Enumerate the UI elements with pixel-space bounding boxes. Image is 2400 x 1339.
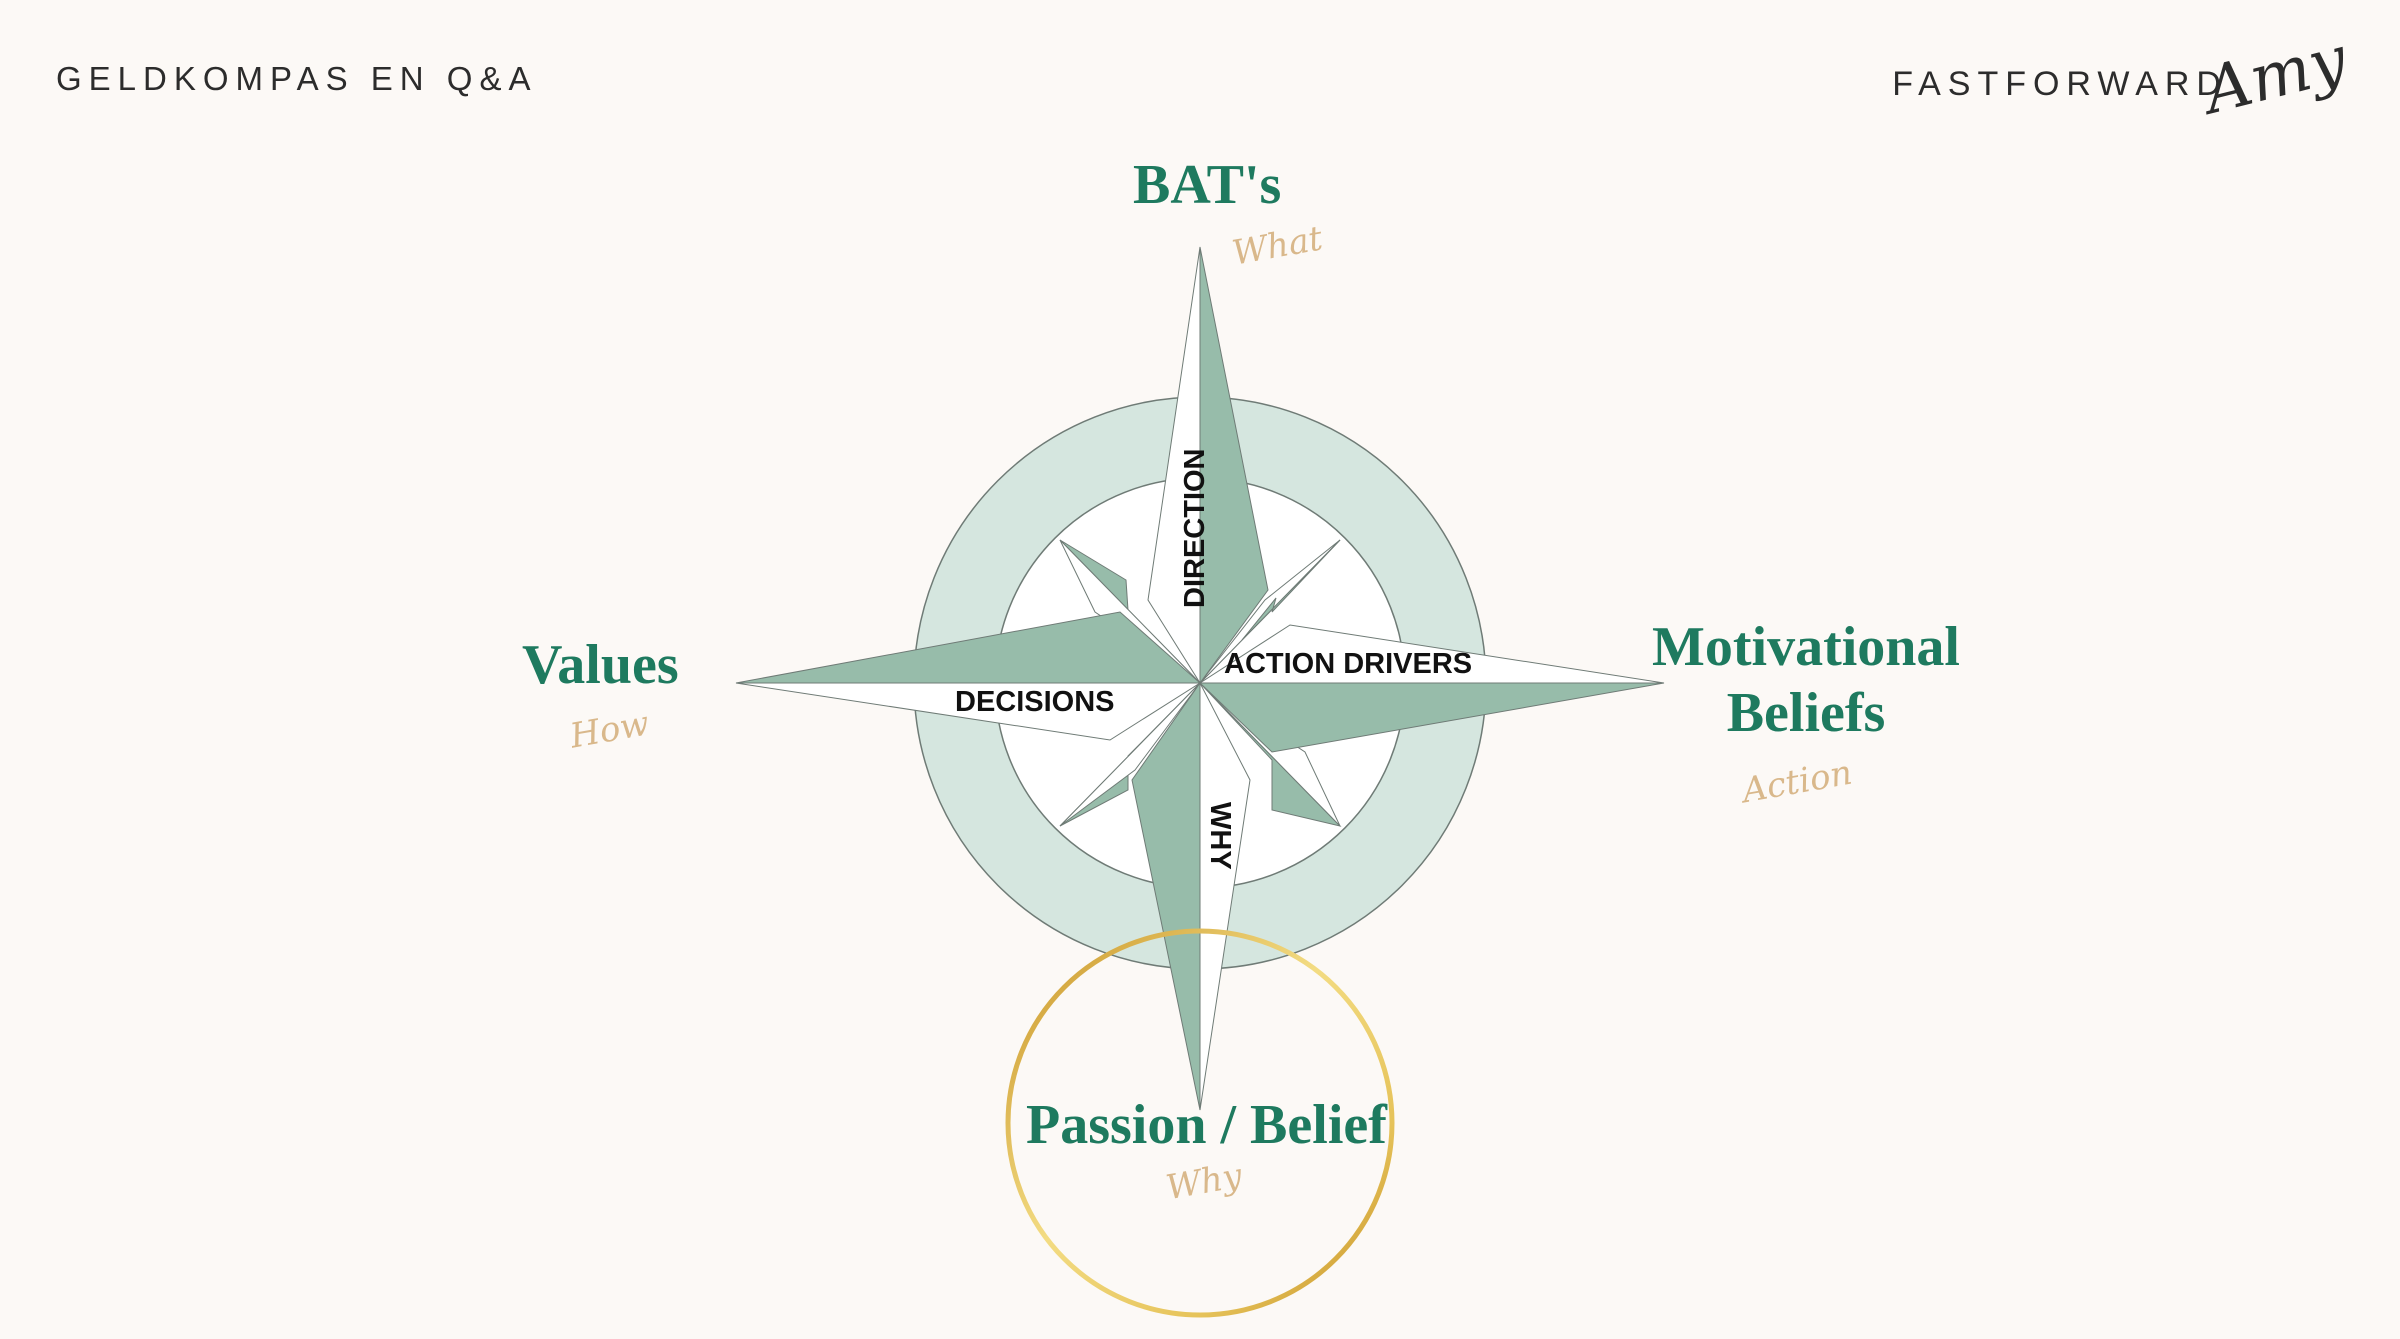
label-bats: BAT's (1133, 154, 1282, 216)
compass-point-south-light (1199, 682, 1251, 1111)
compass-point-west-light (735, 682, 1202, 741)
brand-name: FASTFORWARD (1892, 65, 2228, 103)
compass-point-east-light (1198, 624, 1665, 684)
inner-label-why: WHY (1204, 802, 1236, 870)
inner-label-decisions: DECISIONS (955, 686, 1115, 718)
compass-cardinal-points (735, 246, 1665, 1111)
page-title: GELDKOMPAS EN Q&A (56, 60, 538, 97)
brand-logo: FASTFORWARD Amy (1892, 23, 2358, 165)
inner-label-direction: DIRECTION (1179, 448, 1211, 609)
compass-diagonal-points (1059, 539, 1342, 827)
label-motivational: Motivational (1652, 616, 1960, 678)
inner-label-action-drivers: ACTION DRIVERS (1224, 648, 1473, 680)
label-beliefs: Beliefs (1726, 682, 1886, 745)
label-motivational-beliefs: Motivational Beliefs (1636, 614, 1976, 746)
compass-point-north-light (1147, 246, 1201, 685)
gold-circle (1005, 928, 1395, 1318)
label-passion-belief: Passion / Belief (1026, 1094, 1387, 1156)
label-values: Values (522, 634, 679, 696)
